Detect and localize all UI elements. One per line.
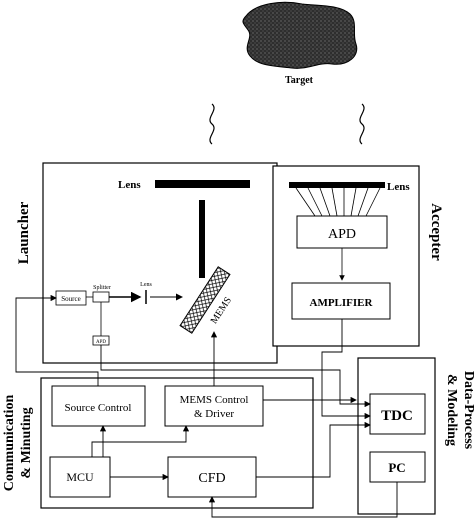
mcu-to-mems-control <box>91 425 190 457</box>
mems-control-label-line2: & Driver <box>194 408 234 420</box>
launcher-mirror <box>199 200 205 278</box>
pc-to-cfd <box>208 482 398 518</box>
signal-wave-left <box>209 103 215 145</box>
launcher-title: Launcher <box>16 201 32 264</box>
mcu-label: MCU <box>66 470 94 484</box>
launcher-module: Launcher Lens Source Splitter Lens MEMS … <box>16 162 278 364</box>
source-label: Source <box>61 295 80 303</box>
communication-title-line1: Communication <box>2 395 17 492</box>
communication-title-line2: & Minuting <box>19 407 34 478</box>
communication-module: Communication & Minuting Source Control … <box>2 377 314 509</box>
accepter-apd-label: APD <box>328 227 356 242</box>
target-shape <box>242 1 358 69</box>
mems-control-box <box>164 385 264 427</box>
tdc-label: TDC <box>381 408 413 424</box>
accepter-module: Accepter Lens APD AMPLIFIER <box>272 165 444 347</box>
pc-label: PC <box>388 460 405 475</box>
pc-box <box>369 451 426 483</box>
source-control-label: Source Control <box>65 402 132 414</box>
mems-control-label-line1: MEMS Control <box>180 394 249 406</box>
target-label: Target <box>285 75 314 86</box>
data-process-module: Data-Process & Modeling TDC PC <box>357 357 474 515</box>
small-lens-label: Lens <box>140 282 152 288</box>
accepter-title: Accepter <box>428 203 444 261</box>
mems-mirror <box>179 266 231 334</box>
focus-rays <box>295 187 381 217</box>
data-process-title-line1: Data-Process <box>461 371 474 450</box>
cfd-label: CFD <box>198 471 225 486</box>
launcher-apd-label: APD <box>96 340 106 345</box>
source-control-to-source <box>15 294 99 386</box>
accepter-apd-box <box>296 215 388 249</box>
amplifier-label: AMPLIFIER <box>310 297 374 309</box>
connections <box>15 294 398 518</box>
launcher-lens-label: Lens <box>118 179 141 191</box>
data-process-box <box>357 357 436 515</box>
data-process-title-line2: & Modeling <box>444 374 459 446</box>
amplifier-to-tdc <box>321 319 371 420</box>
splitter-label: Splitter <box>93 285 111 291</box>
source-control-box <box>51 385 146 427</box>
launcher-lens <box>155 180 250 188</box>
accepter-lens-label: Lens <box>387 181 410 193</box>
amplifier-box <box>291 282 391 320</box>
signal-wave-right <box>359 103 365 145</box>
mcu-box <box>49 456 111 498</box>
splitter-box <box>92 291 110 303</box>
accepter-lens <box>289 182 385 188</box>
cfd-to-tdc <box>256 421 371 478</box>
apd-to-tdc-start <box>100 345 371 408</box>
launcher-box <box>42 162 278 364</box>
target: Target <box>242 1 358 86</box>
cfd-box <box>167 456 257 498</box>
